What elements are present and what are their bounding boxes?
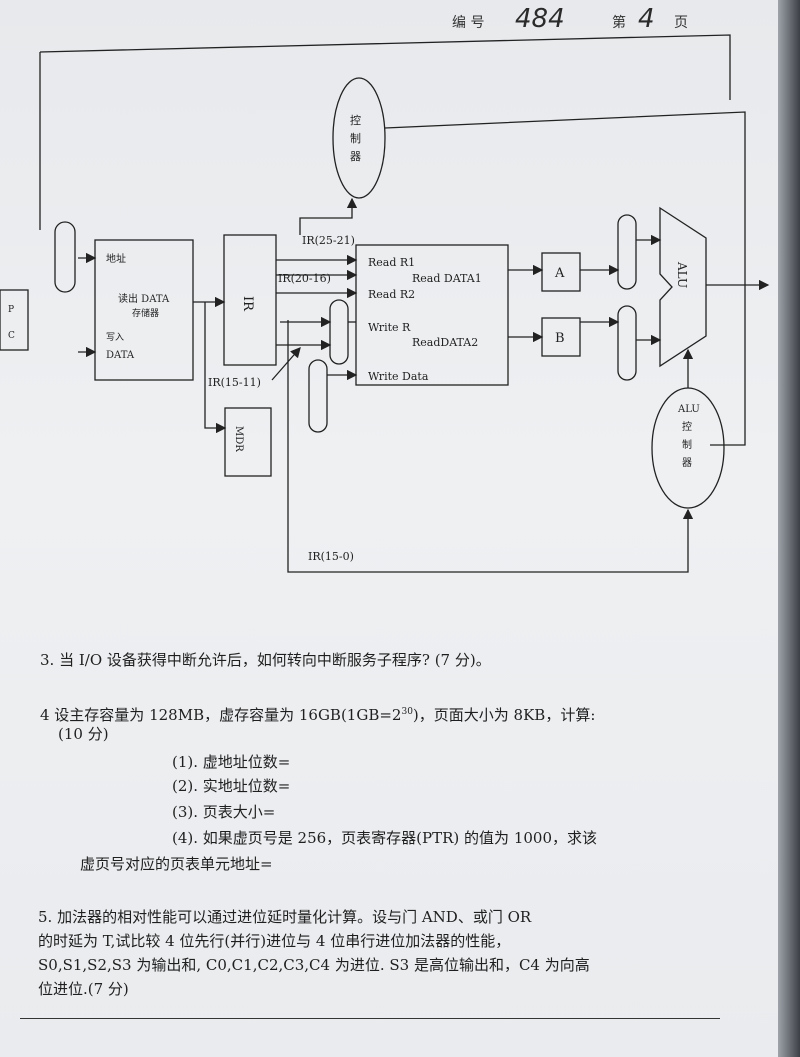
memory-addr-label: 地址	[106, 252, 126, 265]
header-label-unit: 页	[674, 15, 688, 31]
mux-alu-a	[617, 214, 637, 290]
controller-label-2: 制	[350, 132, 361, 145]
memory-data-label: DATA	[106, 350, 135, 361]
question-4-item-4-cont: 虚页号对应的页表单元地址=	[80, 855, 273, 873]
memory-write-label: 写入	[106, 332, 124, 343]
pc-label-p: P	[8, 305, 14, 315]
question-4-line-2: (10 分)	[58, 725, 109, 743]
regfile-read-r1: Read R1	[368, 256, 415, 269]
page-edge-shadow	[778, 0, 800, 1057]
mux-write-data	[308, 359, 328, 433]
alu-ctrl-label-1: ALU	[677, 404, 700, 415]
frame-bottom-line	[20, 1018, 720, 1019]
question-5-line-4: 位进位.(7 分)	[38, 980, 129, 998]
register-b-label: B	[555, 331, 565, 346]
memory-unit	[94, 239, 194, 381]
mux-write-reg	[329, 299, 349, 365]
pc-label-c: C	[8, 331, 15, 341]
header-page-number: 4	[638, 4, 655, 34]
question-4-item-3: (3). 页表大小=	[172, 803, 276, 821]
controller-label-1: 控	[350, 113, 361, 127]
question-5-line-2: 的时延为 T,试比较 4 位先行(并行)进位与 4 位串行进位加法器的性能，	[38, 932, 511, 950]
memory-store-label: 存储器	[132, 307, 159, 319]
register-file	[355, 244, 509, 386]
controller-unit	[332, 77, 386, 199]
controller-label-3: 器	[350, 150, 361, 163]
header-number: 484	[515, 4, 565, 34]
regfile-write-r: Write R	[368, 321, 411, 334]
question-4-line-1: 4 设主存容量为 128MB，虚存容量为 16GB(1GB=230)，页面大小为…	[40, 700, 595, 727]
ir-field-15-0: IR(15-0)	[308, 550, 354, 563]
mdr-register	[224, 407, 272, 477]
ir-field-15-11: IR(15-11)	[208, 376, 261, 389]
alu-unit	[659, 206, 707, 368]
header-label-page: 第	[612, 15, 626, 31]
datapath-diagram: 控 制 器 P C 地址 读出 DATA 存储器 写入 DATA IR MDR …	[0, 34, 770, 573]
pc-register	[0, 289, 29, 351]
question-3: 3. 当 I/O 设备获得中断允许后，如何转向中断服务子程序? (7 分)。	[40, 651, 491, 669]
mdr-label: MDR	[233, 426, 244, 452]
question-4-superscript: 30	[401, 707, 413, 717]
regfile-write-data: Write Data	[368, 370, 429, 383]
question-5-line-1: 5. 加法器的相对性能可以通过进位延时量化计算。设与门 AND、或门 OR	[38, 908, 532, 926]
question-4-line-1b: )，页面大小为 8KB，计算:	[412, 706, 596, 724]
alu-ctrl-label-2: 控	[682, 420, 692, 433]
question-4-item-4: (4). 如果虚页号是 256，页表寄存器(PTR) 的值为 1000，求该	[172, 829, 597, 847]
memory-readdata-label: 读出 DATA	[118, 292, 170, 305]
question-5-line-3: S0,S1,S2,S3 为输出和, C0,C1,C2,C3,C4 为进位. S3…	[38, 956, 590, 974]
ir-label: IR	[240, 296, 255, 312]
mux-alu-b	[617, 305, 637, 381]
alu-label: ALU	[675, 261, 689, 288]
regfile-read-data2: ReadDATA2	[412, 336, 478, 349]
regfile-read-data1: Read DATA1	[412, 272, 482, 285]
header-label-no: 编 号	[452, 15, 485, 31]
mux-pc	[54, 221, 76, 293]
ir-field-25-21: IR(25-21)	[302, 234, 355, 247]
register-a-label: A	[554, 266, 565, 281]
regfile-read-r2: Read R2	[368, 288, 415, 301]
ir-field-20-16: IR(20-16)	[278, 272, 331, 285]
question-4-line-1a: 4 设主存容量为 128MB，虚存容量为 16GB(1GB=2	[40, 706, 402, 724]
question-4-item-2: (2). 实地址位数=	[172, 777, 291, 795]
alu-ctrl-label-4: 器	[682, 457, 692, 469]
question-4-item-1: (1). 虚地址位数=	[172, 753, 291, 771]
alu-ctrl-label-3: 制	[682, 438, 692, 451]
